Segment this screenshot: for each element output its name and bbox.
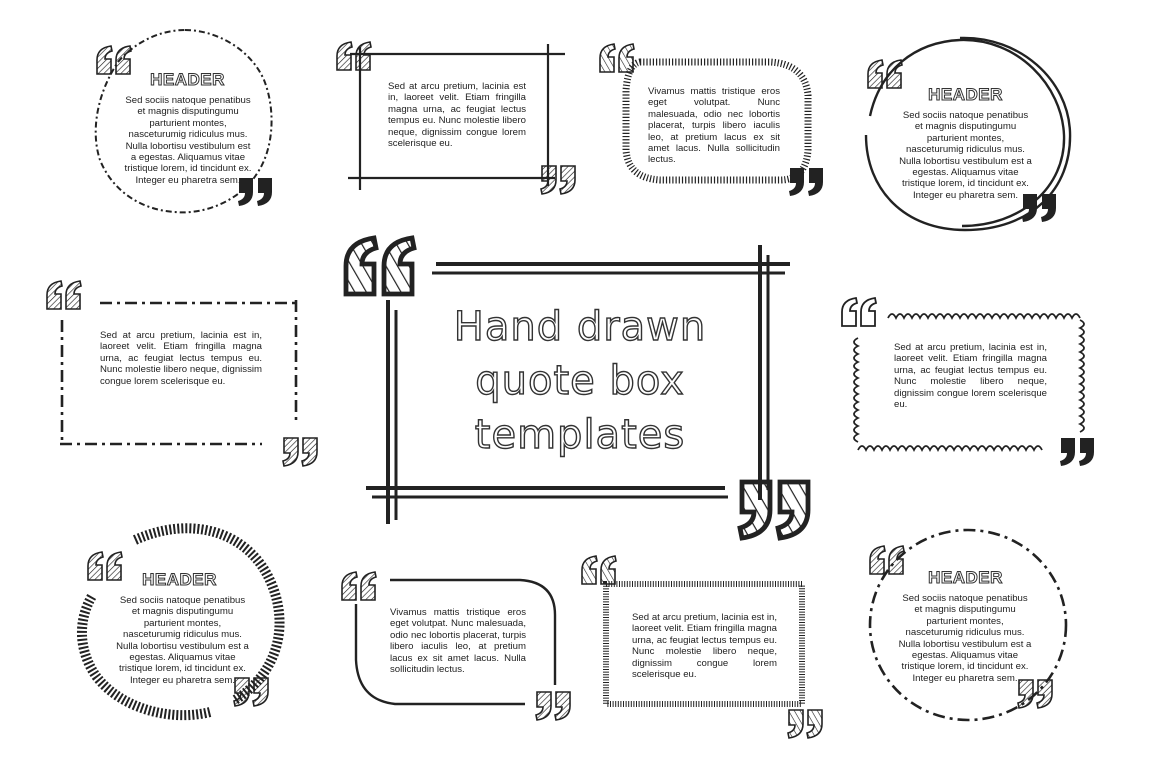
box5-frame bbox=[60, 300, 298, 446]
title-line-2: quote box bbox=[475, 357, 685, 404]
box8-close-quote-icon bbox=[535, 691, 571, 721]
main-title: Hand drawn quote box templates bbox=[430, 300, 730, 462]
box7-text: Sed sociis natoque penatibus et magnis d… bbox=[116, 595, 249, 686]
box9-text: Sed at arcu pretium, lacinia est in, lao… bbox=[632, 612, 777, 681]
box2-frame bbox=[348, 44, 565, 190]
box4-header: HEADER bbox=[928, 85, 1003, 105]
box10-frame bbox=[868, 528, 1068, 722]
box6-text: Sed at arcu pretium, lacinia est in, lao… bbox=[894, 342, 1047, 411]
box10-text: Sed sociis natoque penatibus et magnis d… bbox=[898, 593, 1032, 684]
box9-close-quote-icon bbox=[787, 709, 823, 739]
box6-open-quote-icon bbox=[841, 297, 877, 327]
box9-open-quote-icon bbox=[581, 555, 617, 585]
center-open-quote-icon bbox=[346, 238, 414, 294]
box4-open-quote-icon bbox=[867, 59, 903, 89]
box1-text: Sed sociis natoque penatibus et magnis d… bbox=[124, 95, 252, 186]
box9-frame bbox=[603, 581, 805, 707]
box8-frame bbox=[354, 578, 557, 706]
box3-open-quote-icon bbox=[599, 43, 635, 73]
title-line-3: templates bbox=[474, 411, 686, 458]
box4-text: Sed sociis natoque penatibus et magnis d… bbox=[899, 110, 1032, 201]
box2-text: Sed at arcu pretium, lacinia est in, lao… bbox=[388, 81, 526, 150]
center-close-quote-icon bbox=[740, 482, 808, 538]
box3-frame bbox=[622, 58, 812, 184]
box2-close-quote-icon bbox=[540, 165, 576, 195]
box1-frame bbox=[94, 28, 273, 214]
box7-frame bbox=[77, 523, 285, 721]
box3-close-quote-icon bbox=[789, 168, 823, 196]
box5-text: Sed at arcu pretium, lacinia est in, lao… bbox=[100, 330, 262, 387]
box5-open-quote-icon bbox=[46, 280, 82, 310]
box8-text: Vivamus mattis tristique eros eget volut… bbox=[390, 607, 526, 676]
box2-open-quote-icon bbox=[336, 41, 372, 71]
box6-frame bbox=[853, 313, 1085, 453]
title-line-1: Hand drawn bbox=[453, 303, 707, 350]
box6-close-quote-icon bbox=[1060, 438, 1094, 466]
box10-header: HEADER bbox=[928, 568, 1003, 588]
box3-text: Vivamus mattis tristique eros eget volut… bbox=[648, 86, 780, 166]
center-frame bbox=[366, 245, 790, 524]
box7-header: HEADER bbox=[142, 570, 217, 590]
box5-close-quote-icon bbox=[282, 437, 318, 467]
box8-open-quote-icon bbox=[341, 571, 377, 601]
box1-header: HEADER bbox=[150, 70, 225, 90]
